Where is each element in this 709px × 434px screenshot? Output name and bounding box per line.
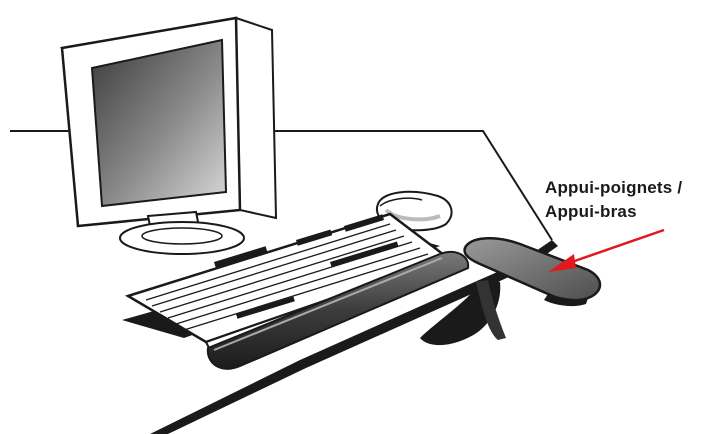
monitor-base (120, 222, 244, 254)
callout-label-line2: Appui-bras (545, 200, 682, 224)
monitor-screen (92, 40, 226, 206)
callout-label: Appui-poignets / Appui-bras (545, 176, 682, 224)
callout-arrow (548, 230, 664, 272)
monitor (62, 18, 276, 254)
callout-label-line1: Appui-poignets / (545, 176, 682, 200)
